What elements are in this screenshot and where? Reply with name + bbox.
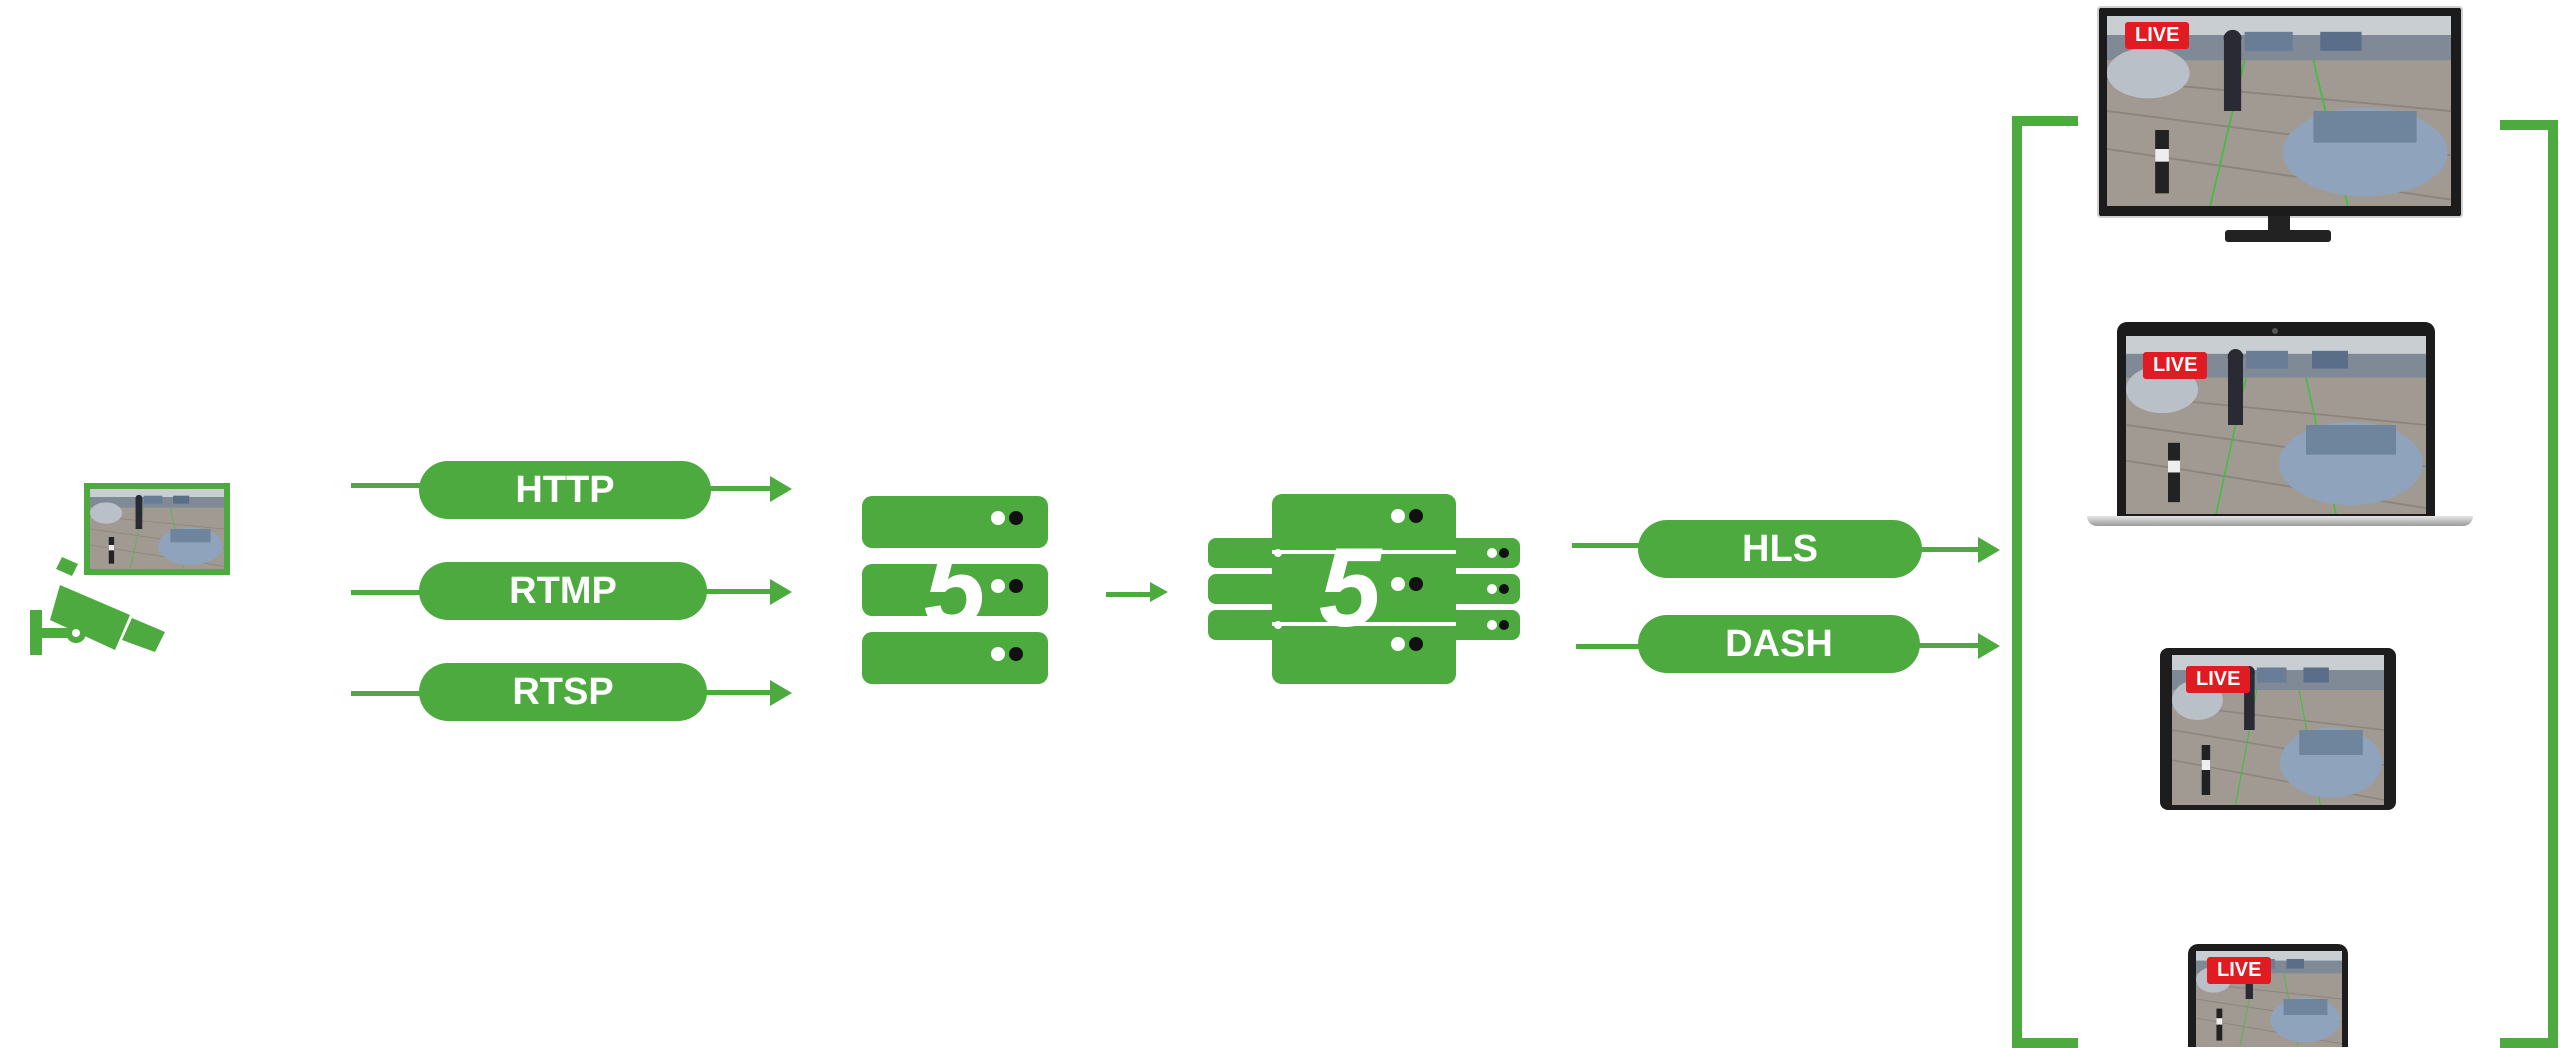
hls-label: HLS [1742,527,1818,570]
http-line-right [708,486,774,491]
rtsp-pill: RTSP [419,663,707,721]
edge-server-logo: 5 [1318,525,1382,650]
dash-pill: DASH [1638,615,1920,673]
camera-preview-frame [84,483,230,575]
devices-bracket-right [2500,120,2558,1048]
rtsp-line-left [351,691,421,696]
rtsp-line-right [704,690,774,695]
http-line-left [351,483,421,488]
hls-pill: HLS [1638,520,1922,578]
dash-label: DASH [1725,622,1833,665]
server-cluster-icon [1208,494,1520,684]
monitor-live-badge: LIVE [2125,22,2190,49]
rtmp-arrow [770,579,792,605]
hls-line-left [1572,543,1640,548]
tablet-live-badge: LIVE [2186,666,2251,693]
monitor-stand [2225,230,2331,242]
devices-bracket-left [2012,116,2078,1048]
dash-line-left [1576,644,1642,649]
origin-to-edge-arrow [1150,582,1168,602]
rtmp-label: RTMP [509,569,617,612]
laptop-live-badge: LIVE [2143,352,2208,379]
hls-line-right [1918,547,1982,552]
origin-server-logo: 5 [923,525,987,650]
cctv-camera-icon [30,557,165,655]
http-label: HTTP [515,468,615,511]
http-pill: HTTP [419,461,711,519]
phone-live-badge: LIVE [2207,957,2272,984]
rtmp-pill: RTMP [419,562,707,620]
dash-line-right [1916,643,1982,648]
monitor-neck [2268,216,2290,232]
hls-arrow [1978,537,2000,563]
rtmp-line-left [351,590,421,595]
laptop-camera-dot [2272,328,2278,334]
rtmp-line-right [704,589,774,594]
rtsp-arrow [770,680,792,706]
dash-arrow [1978,633,2000,659]
server-stack-icon [862,496,1048,684]
http-arrow [770,476,792,502]
laptop-base [2087,516,2473,526]
origin-to-edge-line [1106,592,1156,597]
rtsp-label: RTSP [512,670,614,713]
